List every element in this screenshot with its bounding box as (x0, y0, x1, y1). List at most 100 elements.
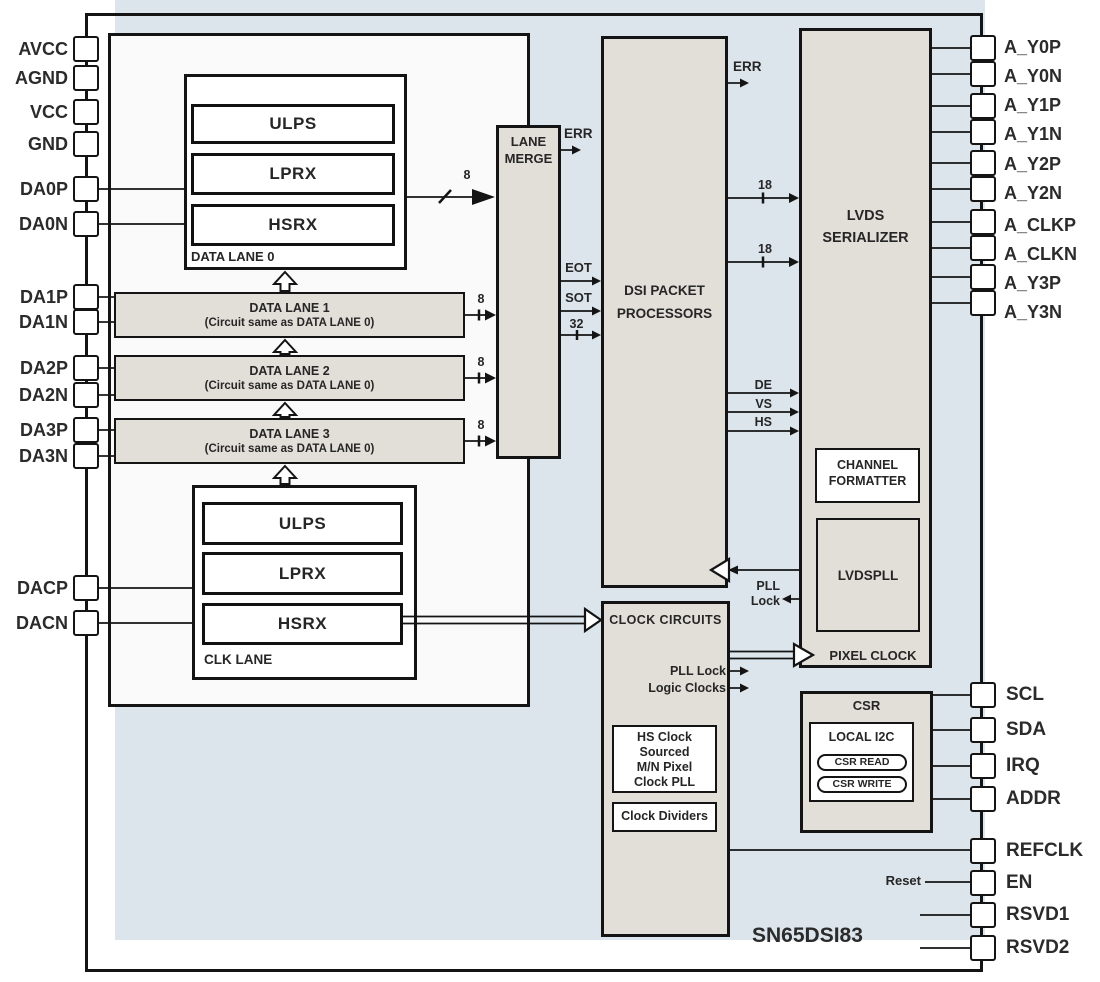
pin-label-a-clkn: A_CLKN (1004, 244, 1078, 264)
pin-label-gnd: GND (28, 134, 68, 154)
pin-label-a-y2p: A_Y2P (1004, 154, 1062, 174)
pixel-clock-pll-block (612, 725, 717, 793)
pixel-clock-pll-line-4: Clock PLL (633, 775, 696, 789)
csr-write-pill: CSR WRITE (817, 776, 907, 793)
pin-rsvd2 (970, 935, 996, 961)
pin-label-da3n: DA3N (18, 446, 68, 466)
pin-label-a-y2n: A_Y2N (1004, 183, 1063, 203)
de-label: DE (754, 378, 772, 392)
bus8-label-lane2: 8 (477, 355, 485, 369)
reset-label: Reset (885, 873, 921, 888)
data-lane0-lprx-block: LPRX (191, 153, 395, 195)
hsrx-label: HSRX (277, 614, 328, 633)
pin-da1p (73, 284, 99, 310)
pin-dacn (73, 610, 99, 636)
pin-da3p (73, 417, 99, 443)
pin-agnd (73, 65, 99, 91)
pin-label-a-y3n: A_Y3N (1004, 302, 1063, 322)
clk-lane-caption: CLK LANE (204, 652, 273, 667)
pin-a-clkn (970, 235, 996, 261)
lock-label: Lock (750, 594, 780, 608)
pin-label-a-y1p: A_Y1P (1004, 95, 1062, 115)
pin-label-dacp: DACP (16, 578, 68, 598)
ulps-label: ULPS (269, 114, 317, 133)
pin-a-y0n (970, 61, 996, 87)
data-lane0-caption: DATA LANE 0 (191, 249, 275, 264)
lprx-label: LPRX (278, 563, 327, 583)
pin-a-y0p (970, 35, 996, 61)
data-lane1-subtitle: (Circuit same as DATA LANE 0) (204, 316, 375, 329)
pin-label-rsvd2: RSVD2 (1006, 937, 1070, 958)
pixel-clock-pll-line-3: M/N Pixel (636, 760, 693, 774)
pin-label-dacn: DACN (16, 613, 68, 633)
channel-formatter-block (815, 448, 920, 503)
channel-formatter-title-2: FORMATTER (828, 474, 907, 488)
part-number: SN65DSI83 (752, 924, 863, 947)
channel-formatter-title-1: CHANNEL (836, 458, 899, 472)
pin-dacp (73, 575, 99, 601)
pin-refclk (970, 838, 996, 864)
lvdspll-block: LVDSPLL (816, 518, 920, 632)
hsrx-label: HSRX (268, 215, 318, 234)
pin-addr (970, 786, 996, 812)
csr-write-label: CSR WRITE (832, 778, 892, 790)
local-i2c-title: LOCAL I2C (828, 730, 895, 744)
err-label-dsi: ERR (733, 59, 762, 74)
pin-rsvd1 (970, 902, 996, 928)
pin-da2n (73, 382, 99, 408)
pin-da2p (73, 355, 99, 381)
pin-en (970, 870, 996, 896)
eot-label: EOT (565, 260, 592, 275)
data-lane2-block: DATA LANE 2 (Circuit same as DATA LANE 0… (114, 355, 465, 401)
csr-title: CSR (852, 698, 881, 713)
pin-da1n (73, 309, 99, 335)
ulps-label: ULPS (278, 513, 327, 533)
data-lane1-title: DATA LANE 1 (249, 300, 330, 315)
lprx-label: LPRX (269, 164, 317, 183)
data-lane0-ulps-block: ULPS (191, 104, 395, 144)
lane-merge-block (496, 125, 561, 459)
logic-clocks-out-label: Logic Clocks (648, 681, 726, 695)
hs-label: HS (754, 415, 772, 429)
clk-lane-hsrx-block: HSRX (202, 603, 403, 645)
pin-label-da0n: DA0N (18, 214, 68, 234)
clk-lane-lprx-block: LPRX (202, 552, 403, 595)
pixel-clock-pll-line-2: Sourced (639, 745, 690, 759)
pin-label-da2n: DA2N (18, 385, 68, 405)
pin-label-da1p: DA1P (19, 287, 68, 307)
pin-label-a-clkp: A_CLKP (1004, 215, 1077, 235)
pin-da0p (73, 176, 99, 202)
pin-da3n (73, 443, 99, 469)
sot-label: SOT (565, 290, 592, 305)
lvds-serializer-title-1: LVDS (846, 208, 885, 224)
data-lane1-block: DATA LANE 1 (Circuit same as DATA LANE 0… (114, 292, 465, 338)
pin-label-a-y0p: A_Y0P (1004, 37, 1062, 57)
pin-da0n (73, 211, 99, 237)
pin-label-da2p: DA2P (19, 358, 68, 378)
lane-merge-title-2: MERGE (504, 151, 553, 166)
lvdspll-label: LVDSPLL (837, 567, 899, 583)
pin-label-da3p: DA3P (19, 420, 68, 440)
chip-outline (85, 13, 983, 972)
pin-label-addr: ADDR (1006, 788, 1061, 809)
pin-avcc (73, 36, 99, 62)
pin-irq (970, 753, 996, 779)
pin-label-rsvd1: RSVD1 (1006, 904, 1070, 925)
data-lane3-title: DATA LANE 3 (249, 426, 330, 441)
pin-label-a-y3p: A_Y3P (1004, 273, 1062, 293)
pin-label-avcc: AVCC (18, 39, 68, 59)
dsi-packet-processors-block (601, 36, 728, 588)
clock-dividers-block (612, 802, 717, 832)
pin-label-scl: SCL (1006, 684, 1044, 705)
lane-merge-title-1: LANE (510, 134, 547, 149)
pll-label: PLL (756, 579, 780, 593)
bus18-label-lower: 18 (758, 242, 772, 256)
data-lane2-title: DATA LANE 2 (249, 363, 330, 378)
pin-a-y1n (970, 119, 996, 145)
pin-a-y1p (970, 93, 996, 119)
bus18-label-upper: 18 (758, 178, 772, 192)
bus8-label-lane1: 8 (477, 292, 485, 306)
data-lane3-subtitle: (Circuit same as DATA LANE 0) (204, 442, 375, 455)
